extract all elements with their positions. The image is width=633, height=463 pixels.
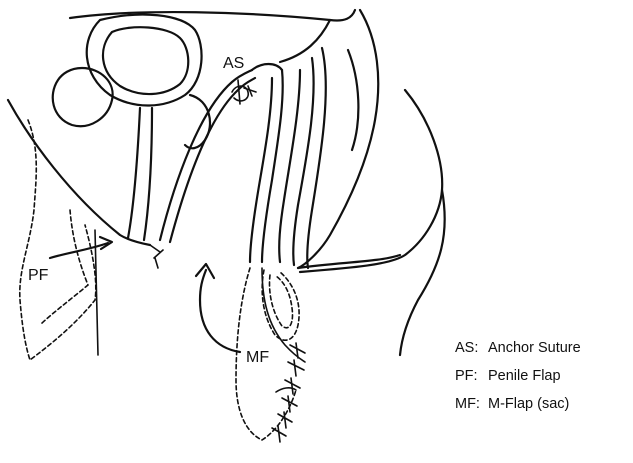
legend-abbr-mf: MF: xyxy=(455,396,480,412)
mf-arrow xyxy=(200,270,240,352)
buttock xyxy=(300,90,442,272)
m-flap-inner-loop xyxy=(262,270,299,340)
legend-abbr-as: AS: xyxy=(455,340,478,356)
legend-text-mf: M-Flap (sac) xyxy=(488,396,569,412)
prostate xyxy=(185,95,210,148)
pubic-bone xyxy=(53,68,113,126)
canal-left-outer xyxy=(160,70,252,240)
legend-text-as: Anchor Suture xyxy=(488,340,581,356)
urethra-inner xyxy=(144,108,152,240)
canal-left-inner xyxy=(170,78,255,242)
canal-right-inner xyxy=(250,78,272,262)
rectum-line-2 xyxy=(293,58,313,265)
canal-top xyxy=(252,64,282,70)
legend: AS: Anchor Suture PF: Penile Flap MF: M-… xyxy=(455,340,581,412)
label-mf: MF xyxy=(246,349,269,366)
sacrum-inner xyxy=(348,50,358,150)
legend-abbr-pf: PF: xyxy=(455,368,478,384)
flap-suture-marks xyxy=(150,245,163,268)
bladder-inner xyxy=(103,27,188,94)
m-flap-wall xyxy=(262,268,305,362)
legend-text-pf: Penile Flap xyxy=(488,368,561,384)
thigh-back xyxy=(400,190,445,355)
rectum-line-3 xyxy=(307,48,326,268)
pf-arrow xyxy=(50,243,108,258)
label-pf: PF xyxy=(28,267,49,284)
urethra-outer xyxy=(128,108,140,238)
m-flap-inner-loop-2 xyxy=(270,275,293,328)
abdominal-wall xyxy=(70,10,355,21)
label-as: AS xyxy=(223,55,244,72)
penile-flap-outline xyxy=(20,120,96,360)
